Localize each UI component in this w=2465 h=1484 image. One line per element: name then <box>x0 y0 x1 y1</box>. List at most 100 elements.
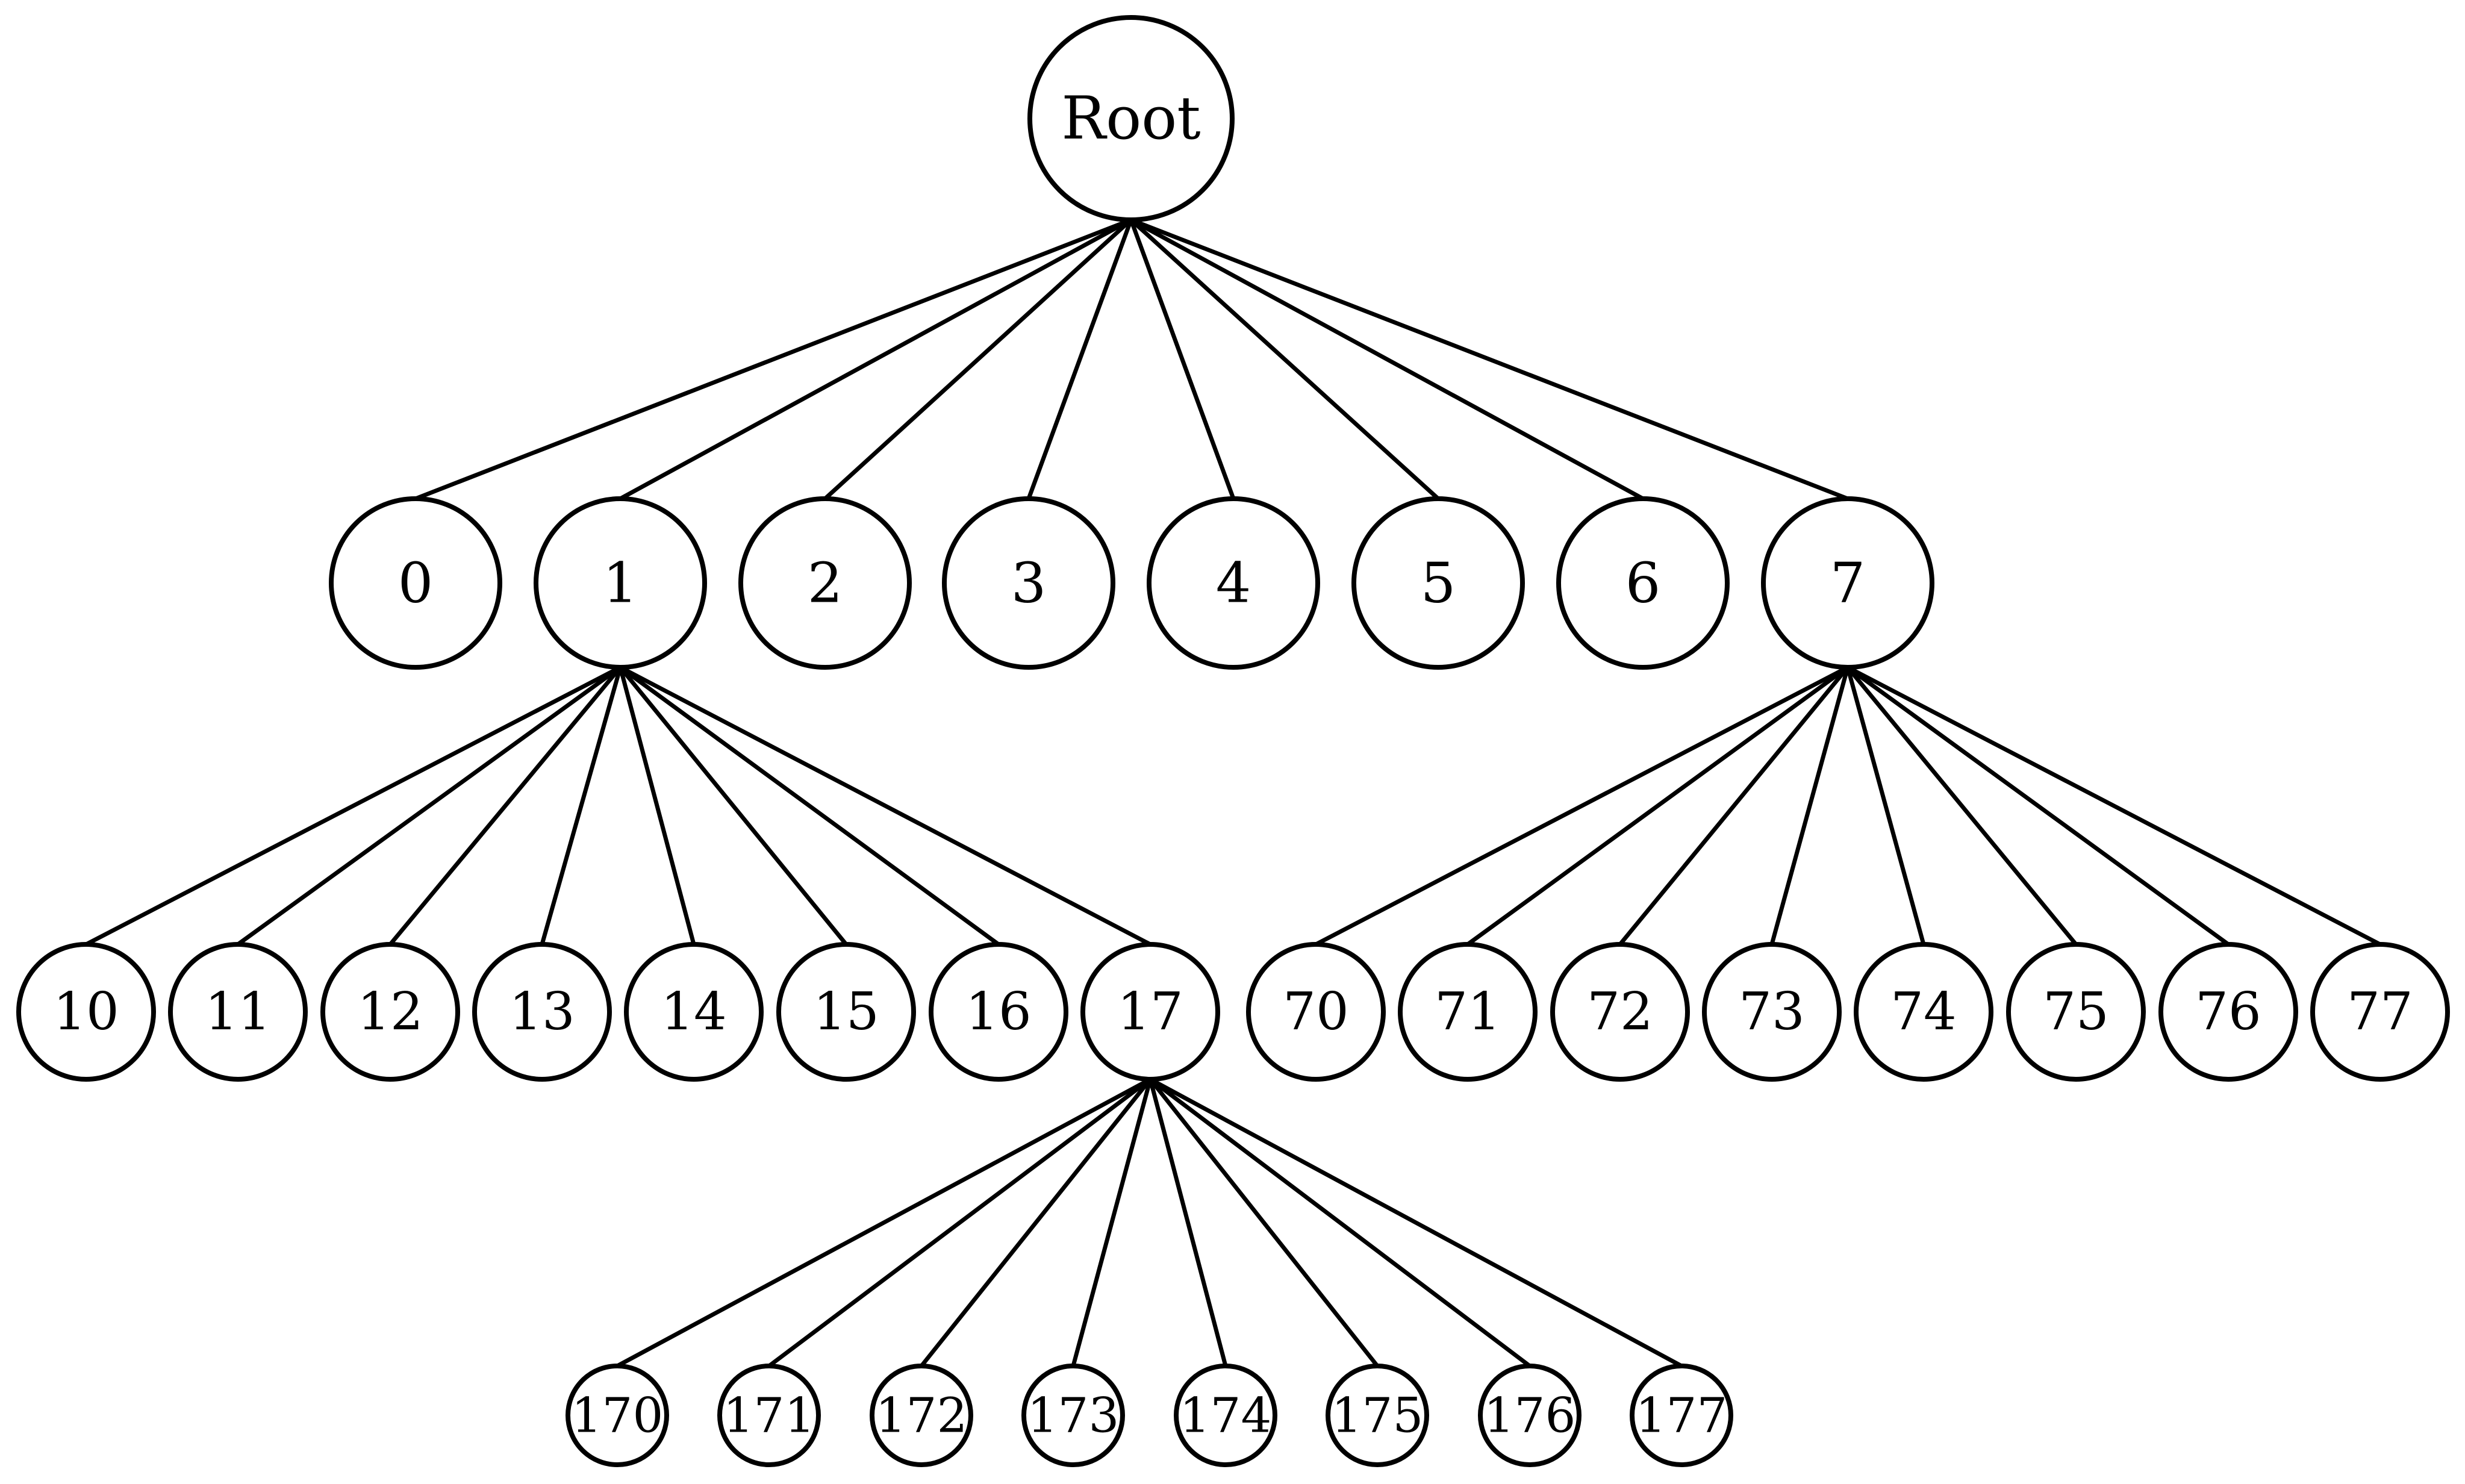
edge-7-to-76 <box>1845 665 2231 947</box>
node-circle <box>1630 1364 1733 1467</box>
edge-1-to-12 <box>388 665 623 947</box>
edge-17-to-174 <box>1148 1077 1228 1368</box>
tree-node-13: 13 <box>472 942 612 1082</box>
node-label: 170 <box>572 1388 664 1444</box>
node-label: 174 <box>1180 1388 1272 1444</box>
node-circle <box>1147 496 1320 670</box>
edge-Root-to-3 <box>1026 217 1133 501</box>
tree-node-12: 12 <box>320 942 460 1082</box>
node-label: 5 <box>1421 551 1456 616</box>
node-label: 10 <box>53 982 119 1042</box>
node-circle <box>1021 1364 1125 1467</box>
tree-node-3: 3 <box>942 496 1115 670</box>
node-label: 14 <box>661 982 726 1042</box>
tree-node-71: 71 <box>1398 942 1538 1082</box>
node-circle <box>472 942 612 1082</box>
node-label: 11 <box>205 982 270 1042</box>
node-label: 0 <box>398 551 434 616</box>
tree-node-10: 10 <box>16 942 156 1082</box>
tree-node-171: 171 <box>717 1364 821 1467</box>
node-circle <box>1080 942 1220 1082</box>
node-circle <box>1398 942 1538 1082</box>
edge-Root-to-0 <box>413 217 1133 501</box>
node-circle <box>320 942 460 1082</box>
node-circle <box>1326 1364 1429 1467</box>
node-label: 3 <box>1011 551 1047 616</box>
tree-node-17: 17 <box>1080 942 1220 1082</box>
node-circle <box>566 1364 669 1467</box>
tree-node-4: 4 <box>1147 496 1320 670</box>
tree-node-70: 70 <box>1246 942 1386 1082</box>
tree-node-2: 2 <box>738 496 912 670</box>
tree-node-173: 173 <box>1021 1364 1125 1467</box>
node-circle <box>534 496 707 670</box>
edge-Root-to-2 <box>823 217 1133 501</box>
node-label: 4 <box>1216 551 1251 616</box>
edge-Root-to-6 <box>1129 217 1645 501</box>
node-label: 76 <box>2195 982 2261 1042</box>
node-label: Root <box>1061 84 1200 153</box>
edge-7-to-75 <box>1845 665 2078 947</box>
node-label: 13 <box>509 982 575 1042</box>
edges-layer <box>84 217 2382 1368</box>
tree-node-root: Root <box>1027 15 1235 222</box>
tree-node-172: 172 <box>870 1364 973 1467</box>
tree-node-74: 74 <box>1854 942 1993 1082</box>
node-label: 171 <box>723 1388 815 1444</box>
node-label: 75 <box>2043 982 2108 1042</box>
node-label: 72 <box>1587 982 1653 1042</box>
edge-7-to-77 <box>1845 665 2382 947</box>
node-label: 74 <box>1890 982 1956 1042</box>
edge-Root-to-1 <box>618 217 1133 501</box>
tree-node-75: 75 <box>2006 942 2146 1082</box>
node-label: 172 <box>876 1388 968 1444</box>
edge-1-to-15 <box>618 665 849 947</box>
tree-node-6: 6 <box>1556 496 1730 670</box>
node-label: 176 <box>1484 1388 1576 1444</box>
node-circle <box>1556 496 1730 670</box>
edge-17-to-176 <box>1148 1077 1532 1368</box>
edge-Root-to-4 <box>1129 217 1236 501</box>
node-label: 2 <box>808 551 843 616</box>
tree-node-16: 16 <box>929 942 1068 1082</box>
node-label: 1 <box>603 551 638 616</box>
tree-node-73: 73 <box>1702 942 1842 1082</box>
node-circle <box>1174 1364 1277 1467</box>
edge-17-to-171 <box>767 1077 1153 1368</box>
node-label: 177 <box>1636 1388 1728 1444</box>
node-circle <box>929 942 1068 1082</box>
edge-Root-to-7 <box>1129 217 1850 501</box>
node-circle <box>168 942 308 1082</box>
node-circle <box>717 1364 821 1467</box>
node-circle <box>2310 942 2450 1082</box>
node-label: 175 <box>1332 1388 1424 1444</box>
node-circle <box>2158 942 2298 1082</box>
node-circle <box>2006 942 2146 1082</box>
node-label: 71 <box>1435 982 1500 1042</box>
node-circle <box>1761 496 1934 670</box>
edge-17-to-177 <box>1148 1077 1684 1368</box>
node-circle <box>870 1364 973 1467</box>
tree-node-174: 174 <box>1174 1364 1277 1467</box>
node-circle <box>942 496 1115 670</box>
edge-17-to-173 <box>1071 1077 1153 1368</box>
edge-7-to-72 <box>1618 665 1850 947</box>
node-label: 70 <box>1283 982 1348 1042</box>
node-circle <box>1478 1364 1582 1467</box>
tree-node-177: 177 <box>1630 1364 1733 1467</box>
tree-node-5: 5 <box>1351 496 1525 670</box>
edge-17-to-172 <box>919 1077 1153 1368</box>
edge-17-to-175 <box>1148 1077 1380 1368</box>
tree-node-7: 7 <box>1761 496 1934 670</box>
node-label: 17 <box>1117 982 1183 1042</box>
edge-1-to-13 <box>540 665 623 947</box>
edge-Root-to-5 <box>1129 217 1441 501</box>
tree-node-77: 77 <box>2310 942 2450 1082</box>
tree-node-170: 170 <box>566 1364 669 1467</box>
edge-1-to-17 <box>618 665 1153 947</box>
tree-node-1: 1 <box>534 496 707 670</box>
node-label: 16 <box>965 982 1031 1042</box>
node-label: 77 <box>2347 982 2413 1042</box>
edge-7-to-71 <box>1465 665 1850 947</box>
